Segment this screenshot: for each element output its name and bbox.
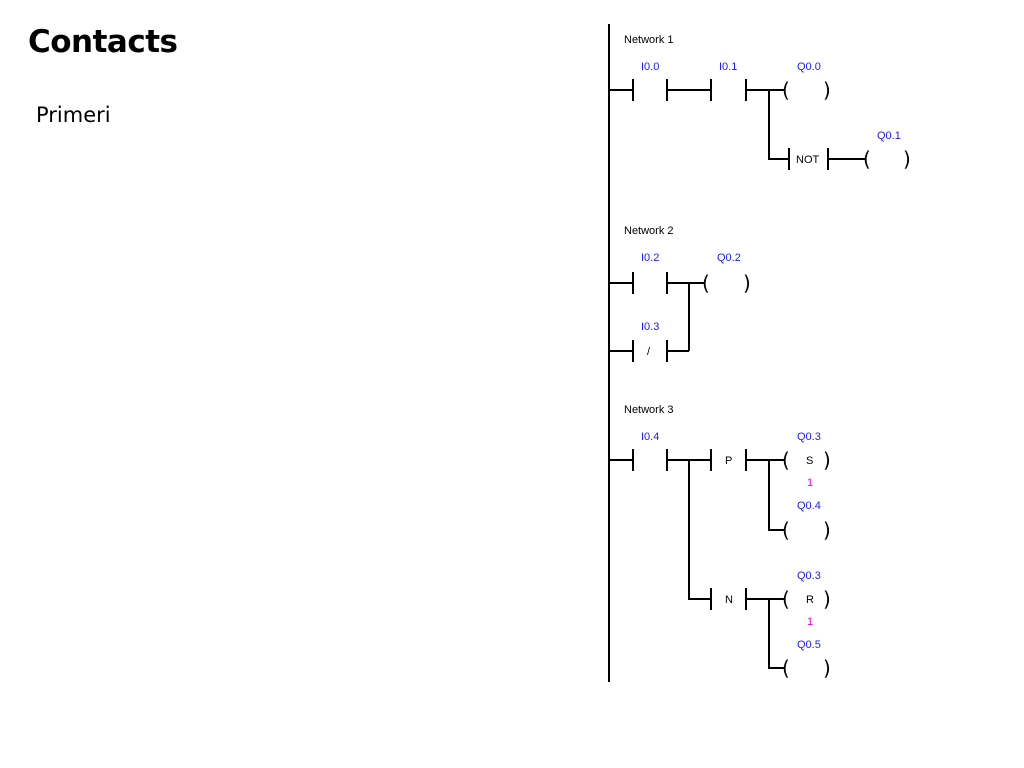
reset-count: 1 [807, 616, 813, 628]
coil-q0-4-close: ) [823, 518, 831, 542]
coil-q0-0-close: ) [823, 78, 831, 102]
coil-q0-4-open: ( [782, 518, 790, 542]
coil-q0-1-close: ) [903, 147, 911, 171]
contact-i0-1-label: I0.1 [719, 61, 737, 73]
set-count: 1 [807, 477, 813, 489]
coil-q0-5-label: Q0.5 [797, 639, 821, 651]
coil-set-close: ) [823, 448, 831, 472]
slide-subtitle: Primeri [36, 103, 111, 127]
contact-i0-0-label: I0.0 [641, 61, 659, 73]
network-3-rung [609, 449, 784, 669]
coil-q0-4-label: Q0.4 [797, 500, 821, 512]
positive-edge-symbol: P [725, 455, 732, 467]
coil-q0-1-label: Q0.1 [877, 130, 901, 142]
coil-q0-5-close: ) [823, 656, 831, 680]
negated-contact-symbol: / [647, 346, 651, 358]
contact-i0-4-label: I0.4 [641, 431, 659, 443]
slide-title: Contacts [28, 24, 178, 60]
coil-set-open: ( [782, 448, 790, 472]
coil-reset-close: ) [823, 587, 831, 611]
contact-i0-2-label: I0.2 [641, 252, 659, 264]
coil-reset-open: ( [782, 587, 790, 611]
coil-q0-1-open: ( [863, 147, 871, 171]
coil-q0-5-open: ( [782, 656, 790, 680]
reset-coil-symbol: R [806, 594, 814, 606]
network-2-label: Network 2 [624, 225, 674, 237]
coil-q0-0-open: ( [782, 78, 790, 102]
network-1-label: Network 1 [624, 34, 674, 46]
set-coil-symbol: S [806, 455, 813, 467]
not-box-label: NOT [796, 154, 820, 166]
network-3-label: Network 3 [624, 404, 674, 416]
negative-edge-symbol: N [725, 594, 733, 606]
network-1-rung [609, 79, 865, 170]
network-2-rung [609, 272, 704, 362]
contact-i0-3-label: I0.3 [641, 321, 659, 333]
coil-q0-2-close: ) [743, 271, 751, 295]
coil-q0-0-label: Q0.0 [797, 61, 821, 73]
coil-q0-2-open: ( [702, 271, 710, 295]
coil-q0-3-set-label: Q0.3 [797, 431, 821, 443]
coil-q0-2-label: Q0.2 [717, 252, 741, 264]
coil-q0-3-reset-label: Q0.3 [797, 570, 821, 582]
